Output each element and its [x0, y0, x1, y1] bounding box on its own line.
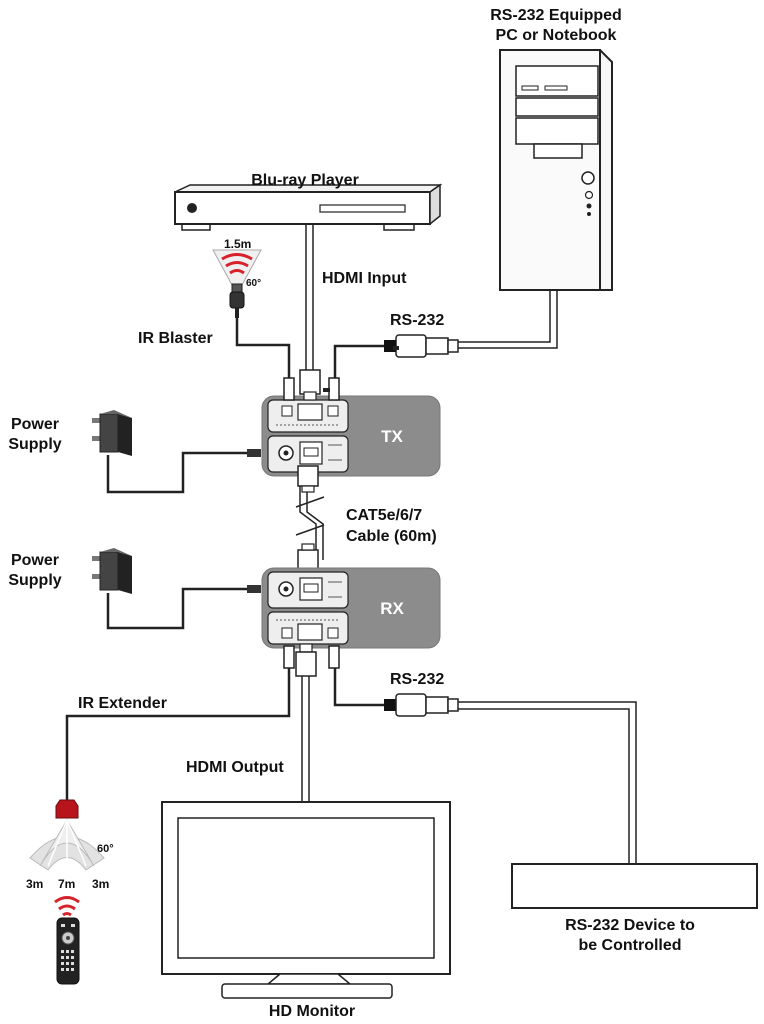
ir-blaster — [212, 249, 262, 318]
ir-extender-angle-label: 60° — [97, 843, 114, 855]
ir-range-right-label: 3m — [92, 877, 109, 891]
rs232-bottom-connector — [384, 693, 459, 717]
tx-label: TX — [381, 427, 403, 446]
hdmi-output-label: HDMI Output — [186, 759, 284, 776]
device-label-line2: be Controlled — [578, 937, 681, 954]
ir-extender-sensor — [29, 799, 105, 871]
pc-tower — [499, 49, 613, 291]
power-1-cable — [106, 451, 248, 494]
hdmi-input-label: HDMI Input — [322, 270, 407, 287]
rs232-top-cable — [458, 290, 558, 349]
pc-label-line1: RS-232 Equipped — [490, 7, 622, 24]
tx-unit — [261, 395, 441, 477]
power-supply-1-label-line2: Supply — [8, 436, 61, 453]
hdmi-output-cable — [301, 676, 310, 802]
power-1-plug — [247, 449, 261, 457]
ir-blaster-range-label: 1.5m — [224, 237, 251, 251]
ir-range-left-label: 3m — [26, 877, 43, 891]
ir-extender-label: IR Extender — [78, 695, 167, 712]
power-adapter-2 — [92, 548, 132, 594]
rs232-top-wire — [333, 344, 384, 388]
ir-blaster-angle-label: 60° — [246, 278, 261, 289]
rs232-top-label: RS-232 — [390, 312, 444, 329]
rs232-bottom-wire — [333, 668, 384, 707]
power-adapter-1 — [92, 410, 132, 456]
hd-monitor-label: HD Monitor — [269, 1003, 355, 1020]
hdmi-input-cable — [305, 224, 314, 372]
cat-cable — [299, 476, 324, 560]
rs232-top-connector — [384, 334, 459, 358]
rs232-bottom-label: RS-232 — [390, 671, 444, 688]
power-supply-2-label-line1: Power — [11, 552, 59, 569]
bluray-label: Blu-ray Player — [251, 172, 359, 189]
tx-top-plugs — [283, 369, 340, 401]
ir-blaster-label: IR Blaster — [138, 330, 213, 347]
pc-label-line2: PC or Notebook — [496, 27, 617, 44]
rx-label: RX — [380, 599, 404, 618]
rs232-bottom-cable — [458, 701, 637, 864]
cable-label-line1: CAT5e/6/7 — [346, 507, 422, 524]
rx-unit — [261, 567, 441, 649]
power-2-cable — [106, 587, 248, 630]
remote-control-icon — [54, 896, 80, 985]
power-2-plug — [247, 585, 261, 593]
hd-monitor — [161, 801, 451, 999]
device-label-line1: RS-232 Device to — [565, 917, 695, 934]
cat-cable-plugs — [295, 465, 325, 571]
ir-blaster-wire — [235, 318, 291, 388]
bluray-player — [174, 183, 443, 231]
ir-extender-wire — [65, 668, 291, 800]
power-supply-2-label-line2: Supply — [8, 572, 61, 589]
power-supply-1-label-line1: Power — [11, 416, 59, 433]
cable-label-line2: Cable (60m) — [346, 528, 437, 545]
rs232-device — [511, 863, 758, 909]
ir-range-center-label: 7m — [58, 877, 75, 891]
rx-bottom-plugs — [283, 643, 340, 677]
